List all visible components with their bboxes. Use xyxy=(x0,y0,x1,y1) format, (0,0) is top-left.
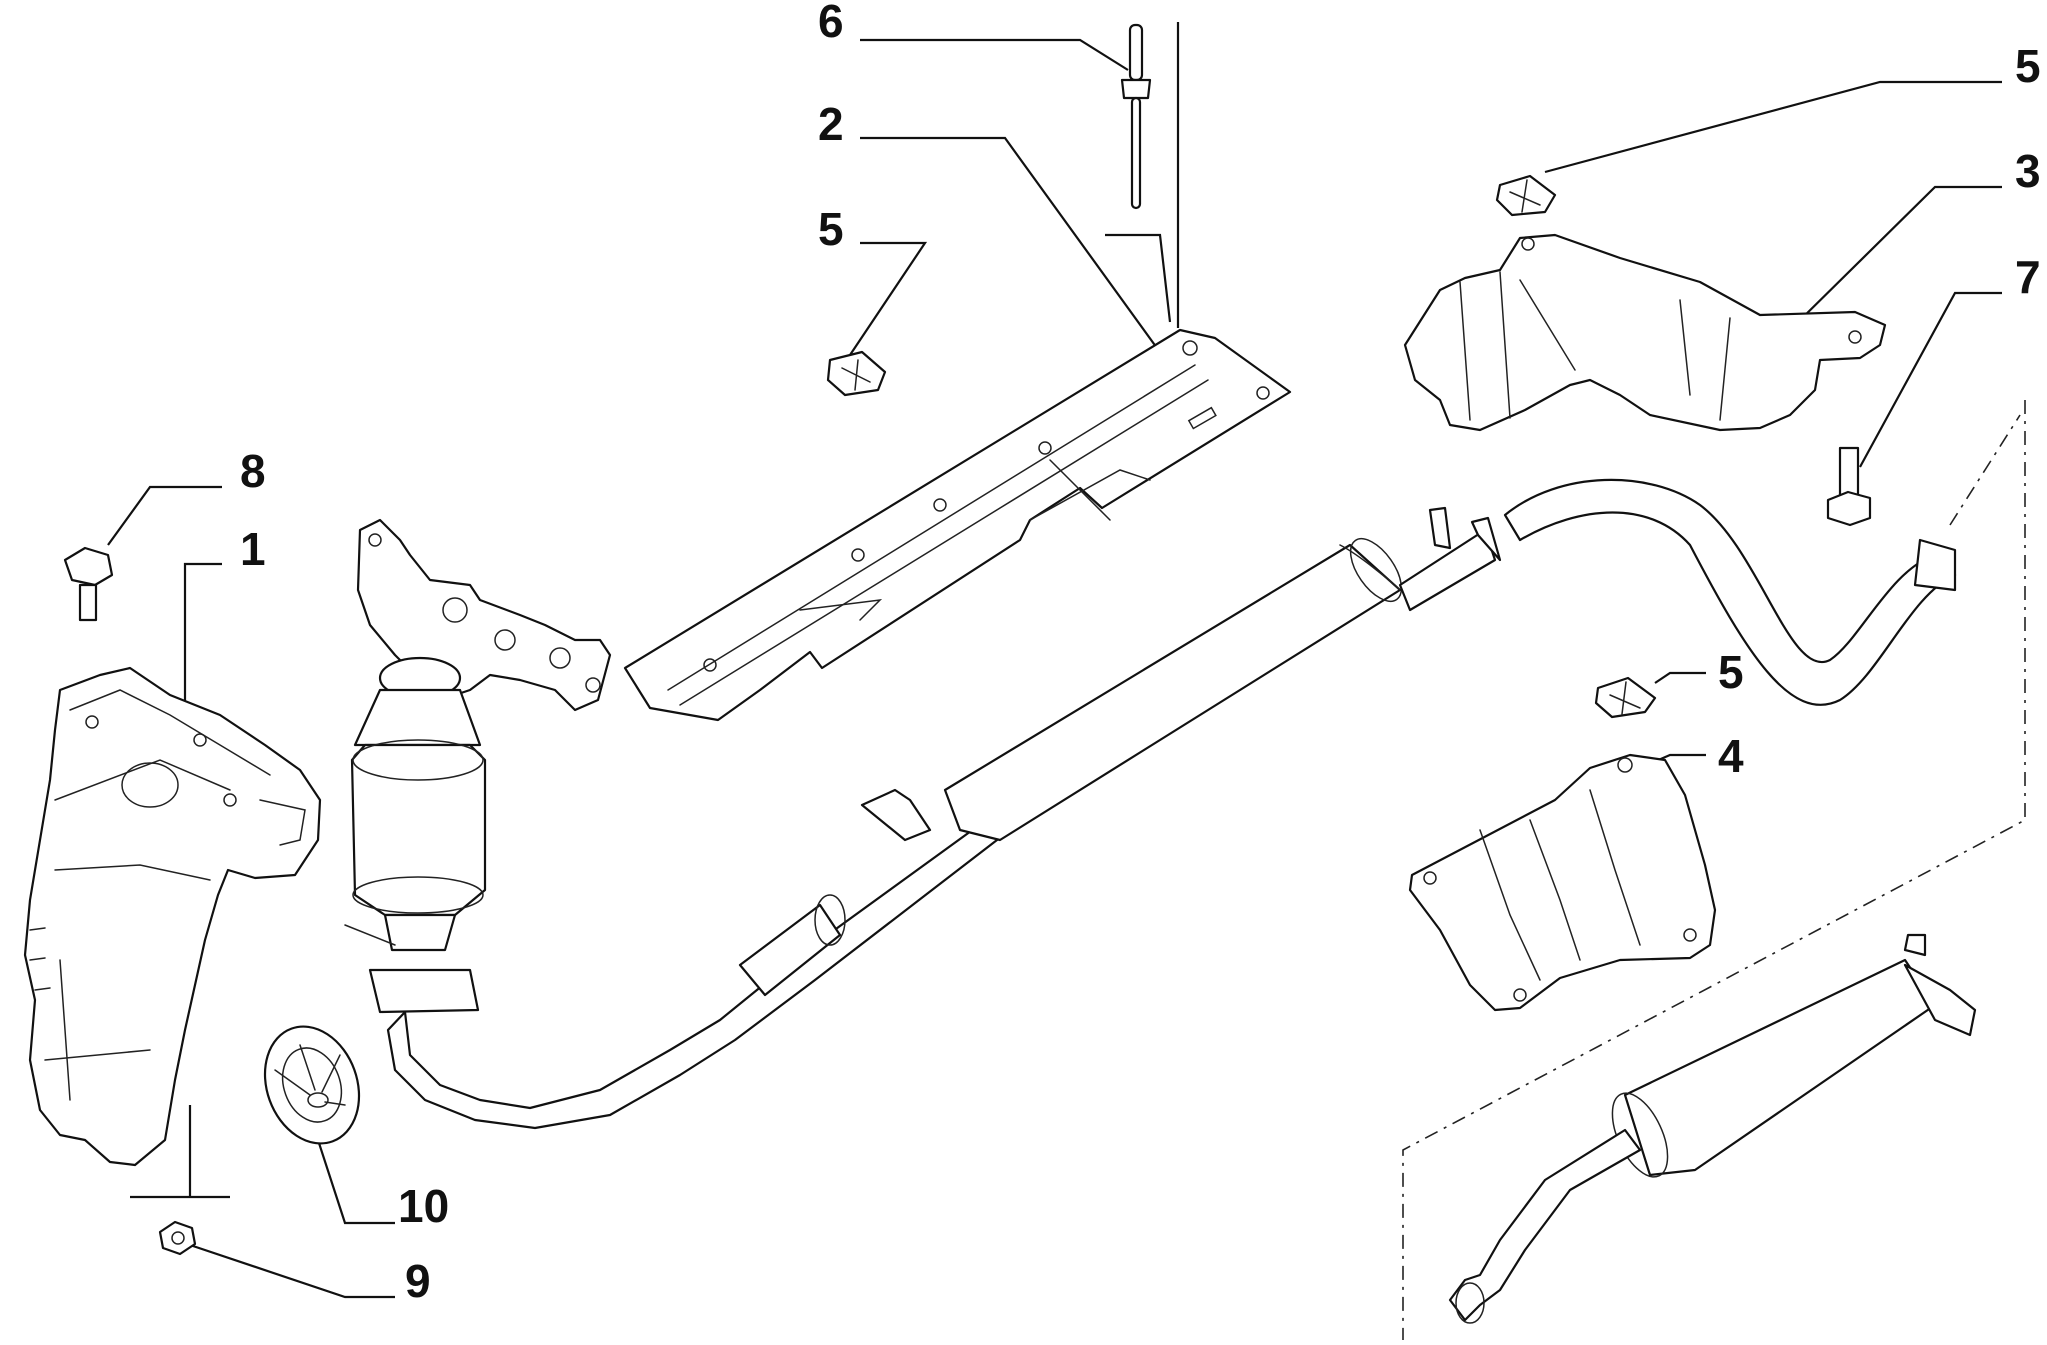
reference-line-tail xyxy=(1949,414,2021,526)
rear-muffler xyxy=(1448,933,1977,1324)
rivet-6 xyxy=(1120,23,1152,210)
bolt-8 xyxy=(63,546,114,622)
callout-5-left: 5 xyxy=(818,203,844,255)
callout-5-top-right: 5 xyxy=(2015,40,2041,92)
callout-4: 4 xyxy=(1718,730,1744,782)
callout-7: 7 xyxy=(2015,251,2041,303)
underbody-heat-shield xyxy=(623,328,1292,722)
callout-6: 6 xyxy=(818,0,844,47)
clip-5-top-right xyxy=(1495,174,1557,217)
manifold-heat-shield xyxy=(23,666,322,1167)
callout-3: 3 xyxy=(2015,145,2041,197)
center-muffler xyxy=(860,506,1502,842)
leader-lines xyxy=(107,22,2002,1299)
tail-pipe xyxy=(1503,478,1957,706)
callout-5-mid-right: 5 xyxy=(1718,646,1744,698)
stud-7 xyxy=(1826,446,1872,527)
rubber-mount xyxy=(263,1025,361,1145)
tunnel-heat-shield xyxy=(1403,233,1887,432)
catalytic-converter xyxy=(344,656,487,1014)
rear-heat-shield xyxy=(1408,753,1717,1012)
callout-9: 9 xyxy=(405,1255,431,1307)
callout-10: 10 xyxy=(398,1180,449,1232)
callout-8: 8 xyxy=(240,445,266,497)
nut-9 xyxy=(158,1220,197,1256)
clip-5-mid-right xyxy=(1594,676,1657,719)
clip-5-left xyxy=(826,350,887,397)
callout-1: 1 xyxy=(240,523,266,575)
callout-2: 2 xyxy=(818,98,844,150)
reference-line-right xyxy=(1402,400,2026,1340)
callout-labels: 1 2 3 4 5 5 5 6 7 8 9 10 xyxy=(240,0,2041,1307)
